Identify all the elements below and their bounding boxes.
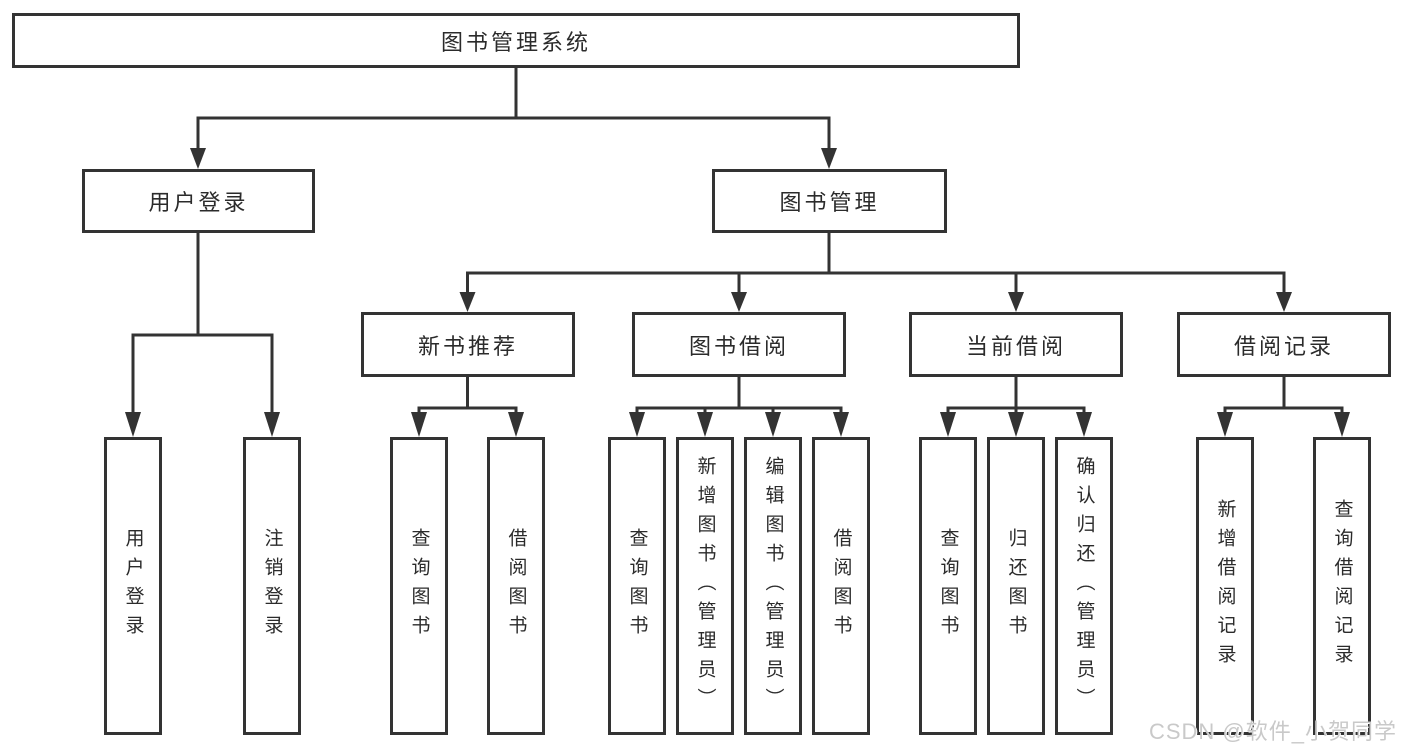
leaf-label: 借阅图书 [505,528,527,644]
node-leaf-recommend-query-books: 查询图书 [390,437,448,735]
node-book-borrow: 图书借阅 [632,312,846,377]
branch-new-book-recommend [411,377,524,437]
branch-root [190,68,837,169]
node-leaf-current-return-books: 归还图书 [987,437,1045,735]
node-book-management: 图书管理 [712,169,947,233]
branch-current-borrow [940,377,1092,437]
node-leaf-recommend-borrow-books: 借阅图书 [487,437,545,735]
leaf-label: 查询图书 [408,528,430,644]
node-leaf-borrow-borrow-books: 借阅图书 [812,437,870,735]
node-leaf-logout: 注销登录 [243,437,301,735]
node-leaf-borrow-query-books: 查询图书 [608,437,666,735]
node-leaf-current-confirm-return-admin: 确认归还（管理员） [1055,437,1113,735]
leaf-label: 注销登录 [261,528,283,644]
leaf-label: 归还图书 [1005,528,1027,644]
leaf-label: 新增图书（管理员） [694,455,716,717]
node-borrow-records: 借阅记录 [1177,312,1391,377]
leaf-label: 编辑图书（管理员） [762,455,784,717]
leaf-label: 查询图书 [626,528,648,644]
branch-book-management [459,233,1292,312]
branch-borrow-records [1217,377,1350,437]
node-leaf-current-query-books: 查询图书 [919,437,977,735]
branch-book-borrow [629,377,849,437]
leaf-label: 新增借阅记录 [1214,499,1236,673]
branch-user-login [125,233,280,437]
node-root: 图书管理系统 [12,13,1020,68]
leaf-label: 用户登录 [122,528,144,644]
node-new-book-recommend: 新书推荐 [361,312,575,377]
node-leaf-records-add-record: 新增借阅记录 [1196,437,1254,735]
node-leaf-borrow-add-books-admin: 新增图书（管理员） [676,437,734,735]
leaf-label: 确认归还（管理员） [1073,455,1095,717]
node-current-borrow: 当前借阅 [909,312,1123,377]
leaf-label: 查询图书 [937,528,959,644]
leaf-label: 查询借阅记录 [1331,499,1353,673]
watermark: CSDN @软件_小贺同学 [1148,719,1397,744]
node-leaf-user-login: 用户登录 [104,437,162,735]
leaf-label: 借阅图书 [830,528,852,644]
node-user-login: 用户登录 [82,169,315,233]
node-leaf-borrow-edit-books-admin: 编辑图书（管理员） [744,437,802,735]
node-leaf-records-query-record: 查询借阅记录 [1313,437,1371,735]
